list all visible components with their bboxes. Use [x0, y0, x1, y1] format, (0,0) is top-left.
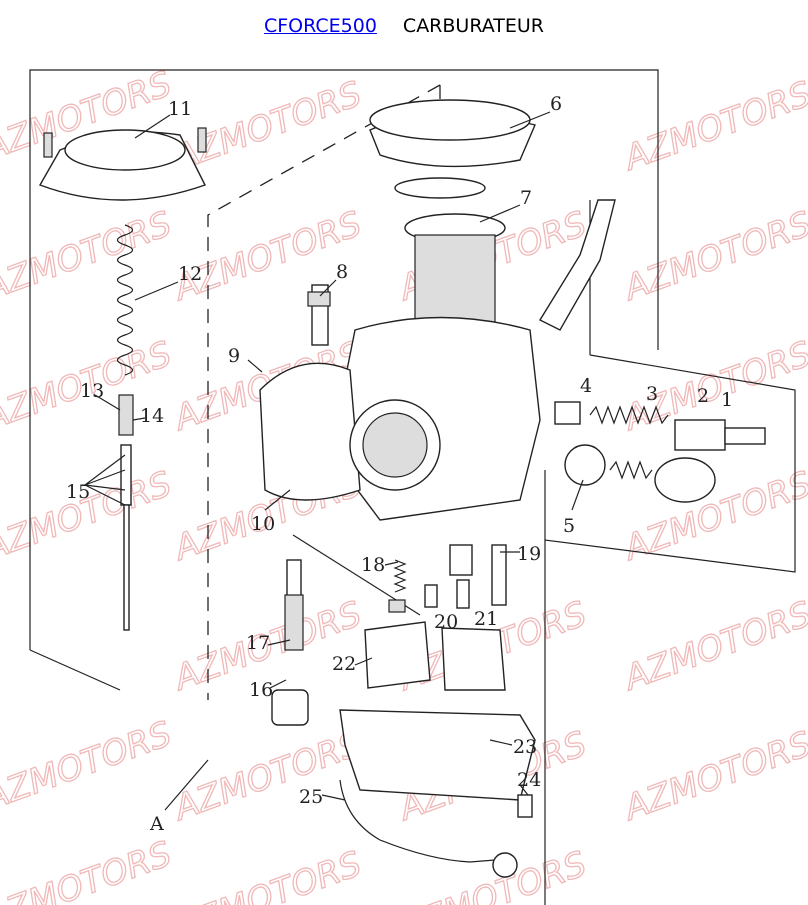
vent-hose: [539, 199, 616, 331]
callout-13: 13: [80, 380, 104, 402]
page-header: CFORCE500 CARBURATEUR: [0, 15, 808, 37]
diaphragm-small: [564, 444, 606, 486]
callout-2: 2: [697, 385, 709, 407]
callout-12: 12: [178, 263, 202, 285]
callout-A: A: [149, 813, 164, 835]
callout-labels: 11 6 7 12 8 9 4 3 2 1 13 14 15 10 5 18 1…: [66, 93, 733, 835]
model-link[interactable]: CFORCE500: [263, 15, 377, 37]
callout-7: 7: [520, 187, 532, 209]
callout-11: 11: [168, 98, 192, 120]
watermark: AZMOTORS: [168, 724, 367, 829]
watermark: AZMOTORS: [618, 594, 808, 699]
callout-8: 8: [336, 261, 348, 283]
needle-jet: [284, 594, 304, 651]
callout-17: 17: [246, 632, 270, 654]
page-title: CARBURATEUR: [402, 15, 545, 37]
callout-25: 25: [299, 786, 323, 808]
callout-4: 4: [580, 375, 592, 397]
watermark: AZMOTORS: [168, 844, 367, 905]
adjust-screw: [674, 419, 726, 451]
callout-20: 20: [434, 611, 458, 633]
callout-24: 24: [517, 769, 541, 791]
float-bowl: [339, 709, 536, 801]
callout-9: 9: [228, 345, 240, 367]
callout-5: 5: [563, 515, 575, 537]
callout-15: 15: [66, 481, 90, 503]
parts: [38, 99, 766, 878]
jet-needle: [123, 504, 130, 631]
float: [364, 621, 431, 689]
needle-holder: [118, 394, 134, 436]
watermark: AZMOTORS: [618, 74, 808, 179]
float-valve-seat: [271, 689, 309, 726]
choke-cover: [259, 362, 361, 501]
callout-10: 10: [251, 513, 275, 535]
watermark: AZMOTORS: [0, 834, 177, 905]
callout-23: 23: [513, 736, 537, 758]
callout-16: 16: [249, 679, 273, 701]
callout-19: 19: [517, 543, 541, 565]
drain-tube: [339, 779, 496, 863]
callout-22: 22: [332, 653, 356, 675]
main-jet: [449, 544, 473, 576]
callout-3: 3: [646, 383, 658, 405]
spring: [116, 224, 134, 376]
watermark: AZMOTORS: [168, 204, 367, 309]
watermark: AZMOTORS: [393, 844, 592, 905]
callout-1: 1: [721, 389, 733, 411]
watermark: AZMOTORS: [168, 74, 367, 179]
assembly-frame: [29, 69, 796, 905]
watermark: AZMOTORS: [0, 714, 177, 819]
watermark: AZMOTORS: [618, 204, 808, 309]
enrichener-cover: [654, 457, 716, 503]
watermark: AZMOTORS: [618, 724, 808, 829]
callout-18: 18: [361, 554, 385, 576]
callout-21: 21: [474, 608, 498, 630]
leader-lines: [84, 111, 584, 811]
callout-6: 6: [550, 93, 562, 115]
callout-14: 14: [140, 405, 164, 427]
watermark: AZMOTORS: [0, 464, 177, 569]
